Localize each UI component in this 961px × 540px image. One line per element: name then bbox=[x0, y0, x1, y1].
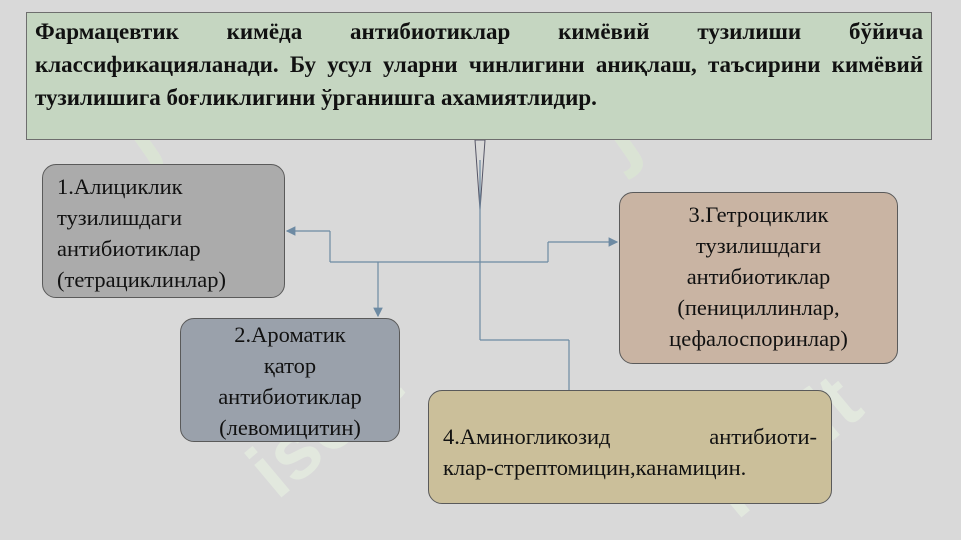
main-down-arrow bbox=[474, 139, 486, 211]
box-alicyclic-line: (тетрациклинлар) bbox=[57, 267, 226, 292]
box-aromatic-line: қатор bbox=[263, 353, 317, 378]
box-heterocyclic: 3.Гетроциклик тузилишдаги антибиотиклар … bbox=[619, 192, 898, 364]
box-heterocyclic-line: цефалоспоринлар) bbox=[669, 326, 848, 351]
box-aromatic-line: антибиотиклар bbox=[218, 384, 362, 409]
box-heterocyclic-line: (пенициллинлар, bbox=[677, 295, 840, 320]
box-heterocyclic-line: антибиотиклар bbox=[686, 264, 831, 289]
box-alicyclic-line: 1.Алициклик bbox=[57, 174, 183, 199]
box-aminoglycoside-line: клар-стрептомицин,канамицин. bbox=[443, 455, 747, 480]
box-heterocyclic-line: тузилишдаги bbox=[695, 233, 821, 258]
header-text-box: Фармацевтик кимёда антибиотиклар кимёвий… bbox=[26, 12, 932, 140]
box-aromatic-line: 2.Ароматик bbox=[234, 322, 346, 347]
box-aminoglycoside: 4.Аминогликозид антибиоти- клар-стрептом… bbox=[428, 390, 832, 504]
box-alicyclic: 1.Алициклик тузилишдаги антибиотиклар (т… bbox=[42, 164, 285, 298]
box-heterocyclic-line: 3.Гетроциклик bbox=[688, 202, 829, 227]
box-aminoglycoside-line: 4.Аминогликозид антибиоти- bbox=[443, 424, 817, 449]
box-aromatic: 2.Ароматик қатор антибиотиклар (левомици… bbox=[180, 318, 400, 442]
box-alicyclic-line: тузилишдаги bbox=[57, 205, 183, 230]
box-aromatic-line: (левомицитин) bbox=[219, 415, 361, 440]
box-alicyclic-line: антибиотиклар bbox=[57, 236, 201, 261]
